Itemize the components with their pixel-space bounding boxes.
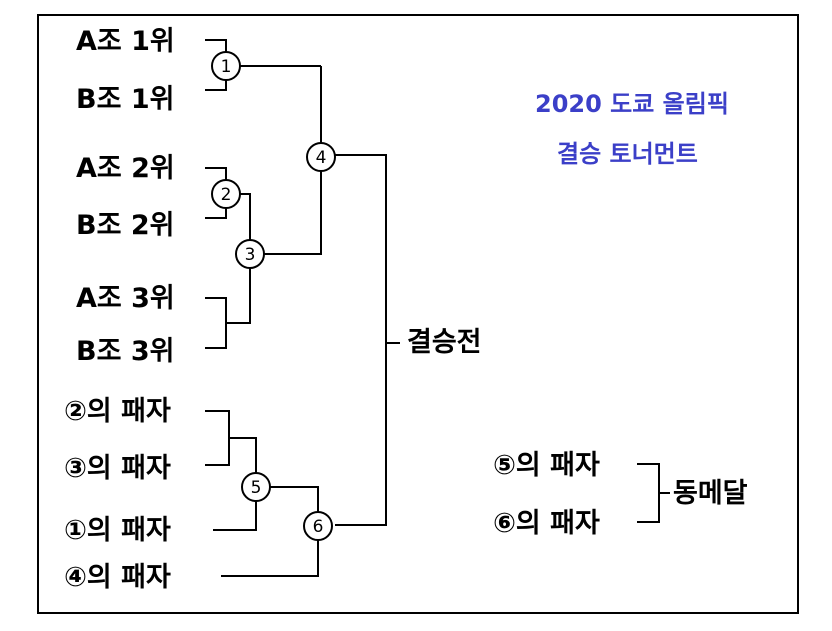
entry-b2: B조 2위 (76, 210, 175, 241)
connector-m3-m4 (264, 170, 322, 255)
match-number-3: 3 (245, 245, 256, 265)
connector-m2-m3 (240, 193, 251, 240)
entry-a3: A조 3위 (76, 283, 175, 314)
connector-l1-m5 (213, 501, 257, 531)
entry-loser-3: ③의 패자 (64, 453, 171, 484)
match-circle-6 (303, 511, 333, 541)
final-label: 결승전 (407, 327, 482, 358)
bracket-a3-b3 (205, 297, 227, 349)
match-circle-2 (211, 179, 241, 209)
connector-a3b3-m3 (226, 268, 251, 324)
match-circle-5 (241, 472, 271, 502)
connector-l2l3-m5 (229, 437, 257, 474)
entry-a1: A조 1위 (76, 26, 175, 57)
entry-loser-2: ②의 패자 (64, 396, 171, 427)
entry-loser-6: ⑥의 패자 (493, 508, 600, 539)
match-number-5: 5 (251, 478, 262, 498)
entry-b1: B조 1위 (76, 84, 175, 115)
match-number-4: 4 (316, 148, 327, 168)
bronze-label: 동메달 (673, 478, 748, 509)
entry-a2: A조 2위 (76, 153, 175, 184)
match-number-1: 1 (221, 57, 232, 77)
title-line-2: 결승 토너먼트 (557, 140, 698, 168)
diagram-frame (37, 14, 799, 614)
match-circle-1 (211, 51, 241, 81)
title-line-1: 2020 도쿄 올림픽 (535, 90, 729, 118)
match-number-2: 2 (221, 185, 232, 205)
bracket-l2-l3 (205, 410, 230, 466)
entry-b3: B조 3위 (76, 336, 175, 367)
connector-l4-m6 (221, 540, 319, 577)
bronze-bracket (637, 463, 660, 523)
entry-loser-4: ④의 패자 (64, 562, 171, 593)
connector-m5-m6 (270, 486, 319, 512)
final-bracket (335, 154, 387, 526)
entry-loser-5: ⑤의 패자 (493, 450, 600, 481)
match-circle-4 (306, 142, 336, 172)
match-circle-3 (235, 239, 265, 269)
entry-loser-1: ①의 패자 (64, 515, 171, 546)
match-number-6: 6 (313, 517, 324, 537)
